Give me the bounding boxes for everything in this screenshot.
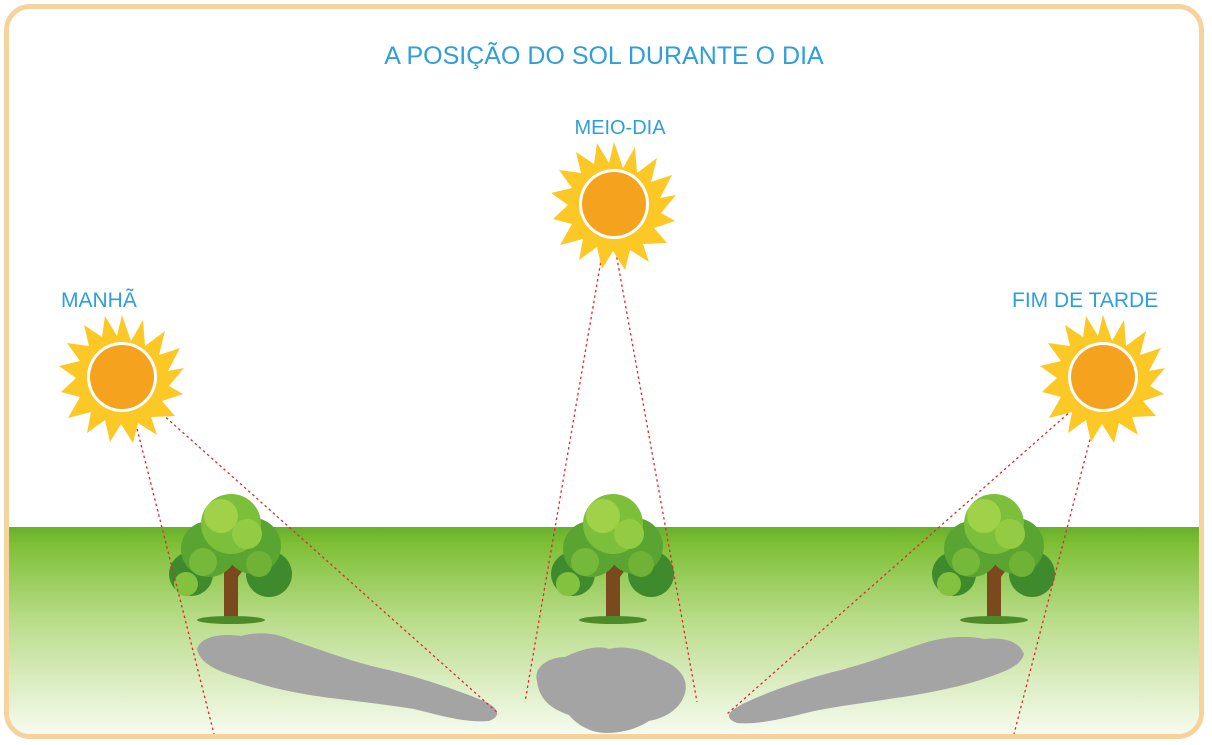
sun-noon-icon bbox=[551, 142, 676, 270]
sun-morning-icon bbox=[59, 315, 184, 443]
sun-ray-lines bbox=[124, 213, 1106, 734]
ray-noon-right bbox=[608, 213, 698, 703]
scene bbox=[9, 142, 1199, 734]
tree-shadow-evening bbox=[728, 636, 1024, 724]
sun-evening-icon bbox=[1040, 315, 1165, 443]
label-evening: FIM DE TARDE bbox=[1012, 289, 1159, 312]
diagram-frame: A POSIÇÃO DO SOL DURANTE O DIA MEIO-DIA … bbox=[4, 4, 1204, 739]
ray-morning-shadow-tip bbox=[124, 380, 500, 715]
ray-morning-tree-base bbox=[124, 380, 215, 734]
diagram-title: A POSIÇÃO DO SOL DURANTE O DIA bbox=[384, 42, 824, 70]
tree-shadow-noon bbox=[536, 647, 686, 733]
ray-noon-left bbox=[524, 213, 610, 703]
label-noon: MEIO-DIA bbox=[574, 117, 666, 139]
tree-shadow-morning bbox=[197, 633, 498, 722]
ray-evening-tree-base bbox=[1013, 380, 1106, 734]
ray-evening-shadow-tip bbox=[726, 380, 1106, 715]
label-morning: MANHÃ bbox=[61, 289, 137, 312]
